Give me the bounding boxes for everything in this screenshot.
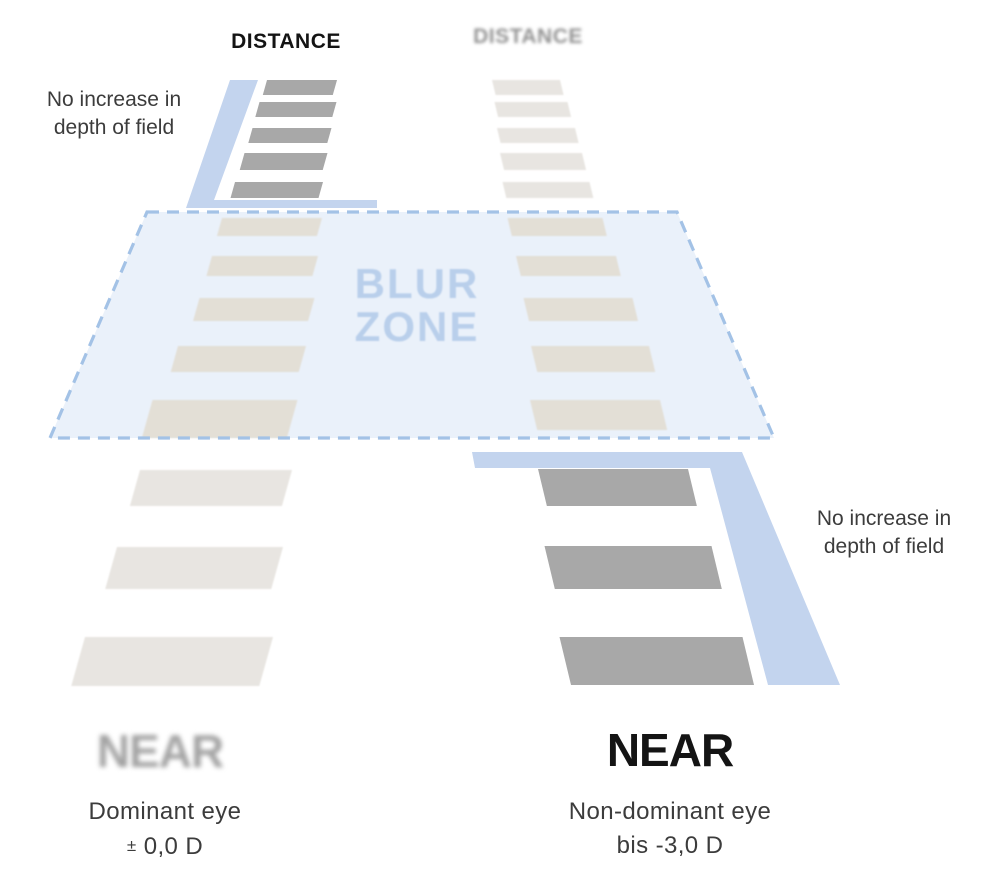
caption-line: bis -3,0 D: [616, 832, 724, 859]
ladder-rung: [530, 400, 668, 430]
right-eye-caption: Non-dominant eye bis -3,0 D: [569, 795, 772, 863]
ladder-rung: [538, 469, 697, 506]
ladder-rung: [544, 546, 722, 589]
ladder-rung: [507, 218, 607, 236]
left-distance-label: DISTANCE: [231, 30, 341, 53]
diopter-value: 0,0 D: [143, 833, 204, 860]
ladder-rung: [492, 80, 564, 95]
caption-line: Non-dominant eye: [568, 798, 772, 825]
left-near-label: NEAR: [96, 725, 224, 777]
right-ladder-blur-zone-rungs: [507, 218, 668, 430]
ladder-rung: [71, 637, 273, 686]
ladder-rung: [129, 470, 292, 506]
plus-minus-symbol: ±: [126, 836, 137, 855]
ladder-rung: [105, 547, 284, 589]
ladder-rung: [559, 637, 755, 685]
ladder-rung: [170, 346, 306, 372]
right-ladder-sharp-rungs: [538, 469, 755, 685]
right-near-label: NEAR: [606, 724, 734, 776]
blur-zone-label-line: BLUR: [354, 260, 480, 307]
left-depth-marker-band: [186, 80, 377, 208]
right-depth-marker-band: [472, 452, 840, 685]
blur-zone-label-line: ZONE: [354, 303, 480, 350]
caption-line: ± 0,0 D: [89, 829, 242, 864]
ladder-rung: [255, 102, 337, 117]
right-distance-label: DISTANCE: [473, 25, 583, 48]
blur-zone-dashed-border: [47, 210, 777, 440]
right-ladder-blurry-rungs: [492, 80, 594, 198]
ladder-rung: [230, 182, 323, 198]
ladder-rung: [497, 128, 579, 143]
left-ladder-blurry-rungs: [71, 470, 292, 686]
caption-line: Dominant eye: [88, 798, 242, 825]
left-ladder-sharp-rungs: [230, 80, 337, 198]
annotation-line: depth of field: [823, 535, 945, 558]
ladder-rung: [500, 153, 587, 170]
left-depth-annotation: No increase in depth of field: [47, 86, 181, 142]
left-eye-caption: Dominant eye ± 0,0 D: [89, 795, 242, 864]
annotation-line: No increase in: [816, 507, 952, 530]
annotation-line: No increase in: [46, 88, 182, 111]
ladder-rung: [248, 128, 332, 143]
ladder-rung: [502, 182, 594, 198]
ladder-rung: [523, 298, 639, 321]
ladder-rung: [239, 153, 328, 170]
annotation-line: depth of field: [53, 116, 175, 139]
ladder-rung: [516, 256, 621, 276]
ladder-rung: [141, 400, 298, 438]
left-ladder-blur-zone-rungs: [141, 218, 322, 438]
ladder-rung: [531, 346, 656, 372]
right-depth-annotation: No increase in depth of field: [817, 505, 951, 561]
ladder-rung: [494, 102, 572, 117]
blur-zone-label: BLUR ZONE: [355, 262, 480, 348]
ladder-rung: [193, 298, 315, 321]
ladder-rung: [262, 80, 337, 95]
ladder-rung: [206, 256, 318, 276]
ladder-rung: [216, 218, 322, 236]
